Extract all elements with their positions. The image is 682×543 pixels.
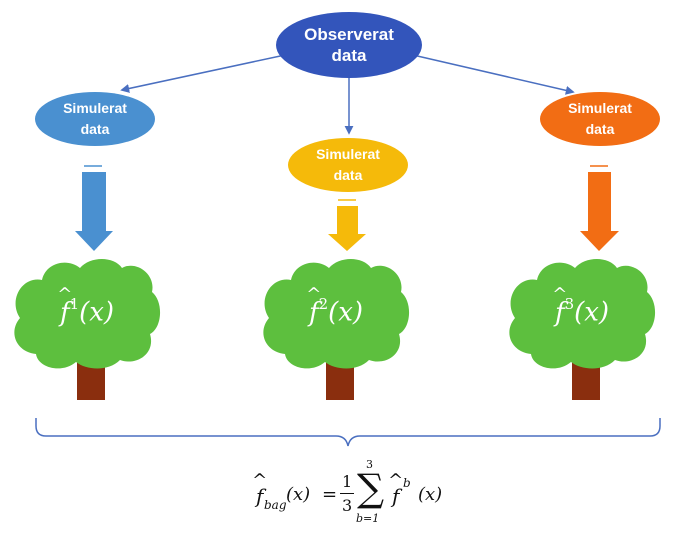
connector-arrow-left <box>120 54 286 93</box>
observed-data-node <box>276 12 422 78</box>
formula-rhs-x: (x) <box>418 484 443 505</box>
tree-2-crown <box>263 259 410 369</box>
tree-3-function: f3(x) <box>512 295 652 328</box>
tree-2 <box>263 259 410 400</box>
simulated-data-node-middle <box>288 138 408 192</box>
formula-rhs-superscript: b <box>403 476 411 490</box>
tree-3-crown <box>509 259 656 369</box>
connector-arrow-right <box>412 54 575 95</box>
simulated-data-node-left <box>35 92 155 146</box>
formula-equals: = <box>322 484 338 505</box>
tree-3 <box>509 259 656 400</box>
bagging-formula: f bag (x) = 1 3 3 ∑ b=1 f b (x) <box>240 458 460 530</box>
formula-fraction-numerator: 1 <box>342 472 353 491</box>
tree-1-crown <box>14 259 161 369</box>
formula-lhs-subscript: bag <box>264 498 287 512</box>
formula-fraction-bar <box>340 493 354 494</box>
formula-lhs-f: f <box>256 484 263 508</box>
tree-1 <box>14 259 161 400</box>
formula-lhs-x: (x) <box>286 484 311 505</box>
block-arrow-left <box>75 165 113 251</box>
formula-fraction-denominator: 3 <box>342 496 353 515</box>
tree-2-function: f2(x) <box>266 295 406 328</box>
formula-sum-lower: b=1 <box>356 512 380 525</box>
simulated-data-node-right <box>540 92 660 146</box>
block-arrow-right <box>580 165 619 251</box>
formula-rhs-f: f <box>392 484 399 508</box>
formula-sigma: ∑ <box>357 466 385 510</box>
tree-1-function: f1(x) <box>17 295 157 328</box>
formula-sum-upper: 3 <box>366 458 373 471</box>
block-arrow-middle <box>328 199 366 251</box>
aggregation-brace <box>35 418 661 447</box>
